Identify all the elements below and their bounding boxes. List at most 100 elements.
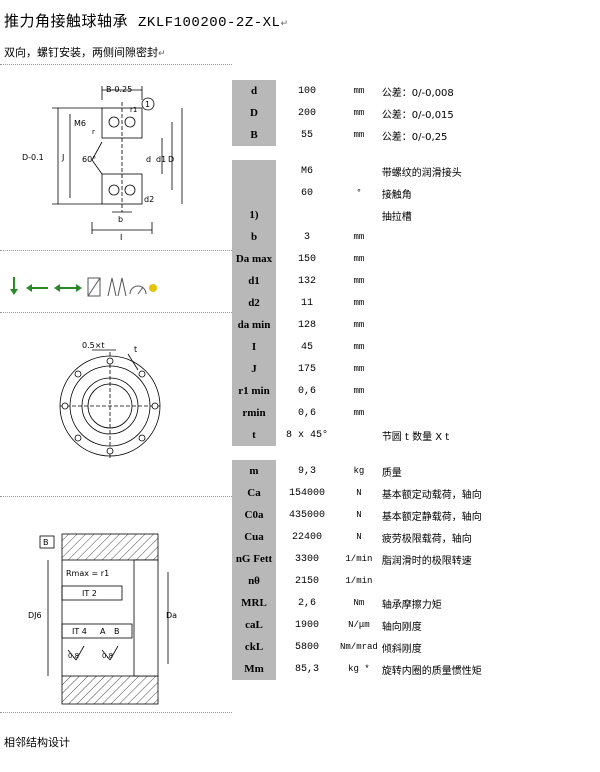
- spec-gap-cell: [276, 446, 338, 460]
- spec-label: nθ: [232, 570, 276, 592]
- spec-value: 9,3: [297, 465, 316, 477]
- spec-desc: 抽拉槽: [381, 211, 412, 223]
- spec-value: 154000: [288, 487, 325, 499]
- spec-label: d2: [232, 292, 276, 314]
- spec-desc: [380, 402, 600, 424]
- fig1-dtol-label: D-0.1: [22, 153, 44, 162]
- spec-label: Da max: [232, 248, 276, 270]
- spec-value: 132: [297, 275, 316, 287]
- spec-row: 60°接触角: [232, 182, 600, 204]
- spec-value: 45: [300, 341, 313, 353]
- spec-label: nG Fett: [232, 548, 276, 570]
- spec-label: rmin: [232, 402, 276, 424]
- fig1-r-label: r: [92, 128, 95, 136]
- spec-desc: 基本额定静载荷，轴向: [381, 511, 482, 523]
- spec-unit: Nm/mrad: [340, 642, 378, 652]
- spec-unit: mm: [353, 386, 365, 396]
- title-code: ZKLF100200-2Z-XL: [138, 15, 281, 31]
- left-divider-1: [0, 64, 232, 65]
- spec-desc: [380, 292, 600, 314]
- title-cn: 推力角接触球轴承: [4, 12, 129, 30]
- fig1-one-label: 1: [145, 100, 150, 109]
- fig1-b-small-label: b: [118, 215, 123, 224]
- spec-value: 8 x 45°: [285, 429, 328, 441]
- spec-label: 1): [232, 204, 276, 226]
- spec-unit: mm: [353, 408, 365, 418]
- fig4-v2-label: 0.8: [102, 652, 113, 660]
- fig1-d2-label: d2: [144, 195, 154, 204]
- mounting-design-figure: B Rmax = r1 IT 2 IT 4 A B DJ6 Da 0.8 0.8: [28, 533, 177, 705]
- spec-unit: 1/min: [345, 576, 373, 586]
- spec-label: m: [232, 460, 276, 482]
- spec-unit: mm: [353, 130, 365, 140]
- spec-value: 0,6: [297, 385, 316, 397]
- load-type-icons: [10, 277, 157, 297]
- fig4-it4-label: IT 4: [72, 627, 87, 636]
- spec-label: C0a: [232, 504, 276, 526]
- spec-unit: [338, 424, 380, 446]
- spec-desc: [380, 358, 600, 380]
- spec-label: [232, 182, 276, 204]
- spec-unit: kg *: [348, 664, 370, 674]
- spec-unit: mm: [353, 108, 365, 118]
- spec-label: J: [232, 358, 276, 380]
- fig4-v1-label: 0.8: [68, 652, 79, 660]
- page-subtitle: 双向，螺钉安装，两侧间隙密封↵: [4, 46, 166, 59]
- spec-label: D: [232, 102, 276, 124]
- bearing-front-view-figure: 0.5×t t: [59, 341, 161, 460]
- spec-label: d1: [232, 270, 276, 292]
- spec-desc: 疲劳极限载荷，轴向: [381, 533, 472, 545]
- spec-desc: 轴向刚度: [381, 621, 422, 633]
- spec-value: 150: [297, 253, 316, 265]
- left-divider-5: [0, 712, 232, 713]
- spec-label: MRL: [232, 592, 276, 614]
- tilting-moment-icon: [87, 277, 101, 297]
- spec-label: ckL: [232, 636, 276, 658]
- spec-unit: mm: [353, 254, 365, 264]
- spec-desc: 公差：0/-0,25: [381, 131, 448, 143]
- spec-gap-cell: [338, 146, 380, 160]
- spec-unit: N: [356, 488, 362, 498]
- spec-desc: 基本额定动载荷，轴向: [381, 489, 482, 501]
- spec-unit: mm: [353, 232, 365, 242]
- spec-unit: mm: [353, 320, 365, 330]
- spec-desc: 质量: [381, 467, 402, 479]
- fig1-d1-label: d1: [156, 155, 166, 164]
- lubrication-icon: [149, 284, 157, 292]
- spec-label: B: [232, 124, 276, 146]
- spec-desc: [380, 314, 600, 336]
- fig4-da-label: Da: [166, 611, 177, 620]
- spec-label: r1 min: [232, 380, 276, 402]
- spec-value: 200: [297, 107, 316, 119]
- spec-desc: 轴承摩擦力矩: [381, 599, 442, 611]
- spec-row: r1 min 0,6 mm: [232, 380, 600, 402]
- spec-desc: 节圆 t 数量 X t: [381, 431, 450, 443]
- spec-value: 1900: [294, 619, 319, 631]
- spec-gap-cell: [232, 446, 276, 460]
- spec-unit: N/μm: [348, 620, 370, 630]
- spec-desc: [380, 336, 600, 358]
- fig4-it2-label: IT 2: [82, 589, 97, 598]
- spec-gap-cell: [379, 446, 600, 460]
- fig4-rmax-label: Rmax = r1: [66, 569, 109, 578]
- spec-value: 175: [297, 363, 316, 375]
- spec-desc: [380, 270, 600, 292]
- fig3-hole-label: 0.5×t: [82, 341, 105, 350]
- spec-value: 22400: [291, 531, 322, 543]
- spec-label: d: [232, 80, 276, 102]
- spec-value: 0,6: [297, 407, 316, 419]
- radial-load-icon: [10, 277, 18, 295]
- spec-label: I: [232, 336, 276, 358]
